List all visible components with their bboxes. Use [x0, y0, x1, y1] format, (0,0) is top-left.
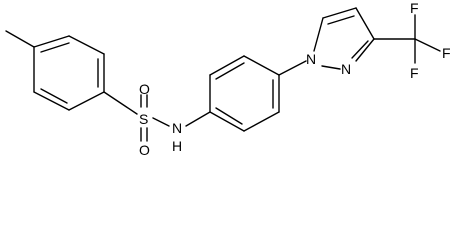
chemical-structure-diagram: S O O N H N N F F F: [5, 0, 451, 158]
oxygen-top-atom-label: O: [139, 81, 150, 97]
fluorine-top-atom-label: F: [410, 0, 419, 16]
pyrazole-n1-atom-label: N: [306, 51, 316, 67]
phenyl-pyrazole-bond: [278, 60, 307, 76]
pyrazole-n2-atom-label: N: [341, 61, 351, 77]
nitrogen-phenyl-bond: [185, 111, 211, 127]
fluorine-right-atom-label: F: [442, 45, 451, 61]
ring-sulfur-bond: [103, 91, 138, 115]
pyrazole-ring: [313, 7, 375, 70]
phenyl-ring: [209, 55, 280, 132]
sulfonyl-oxygen-bonds: [140, 94, 148, 142]
amine-hydrogen-atom-label: H: [172, 138, 182, 154]
methyl-bond: [5, 30, 35, 48]
fluorine-bottom-atom-label: F: [410, 65, 419, 81]
toluene-ring: [33, 35, 105, 111]
amine-nitrogen-atom-label: N: [172, 120, 182, 136]
sulfur-nitrogen-bond: [152, 117, 170, 127]
trifluoromethyl-bonds: [373, 14, 441, 64]
oxygen-bottom-atom-label: O: [139, 142, 150, 158]
sulfur-atom-label: S: [139, 111, 148, 127]
